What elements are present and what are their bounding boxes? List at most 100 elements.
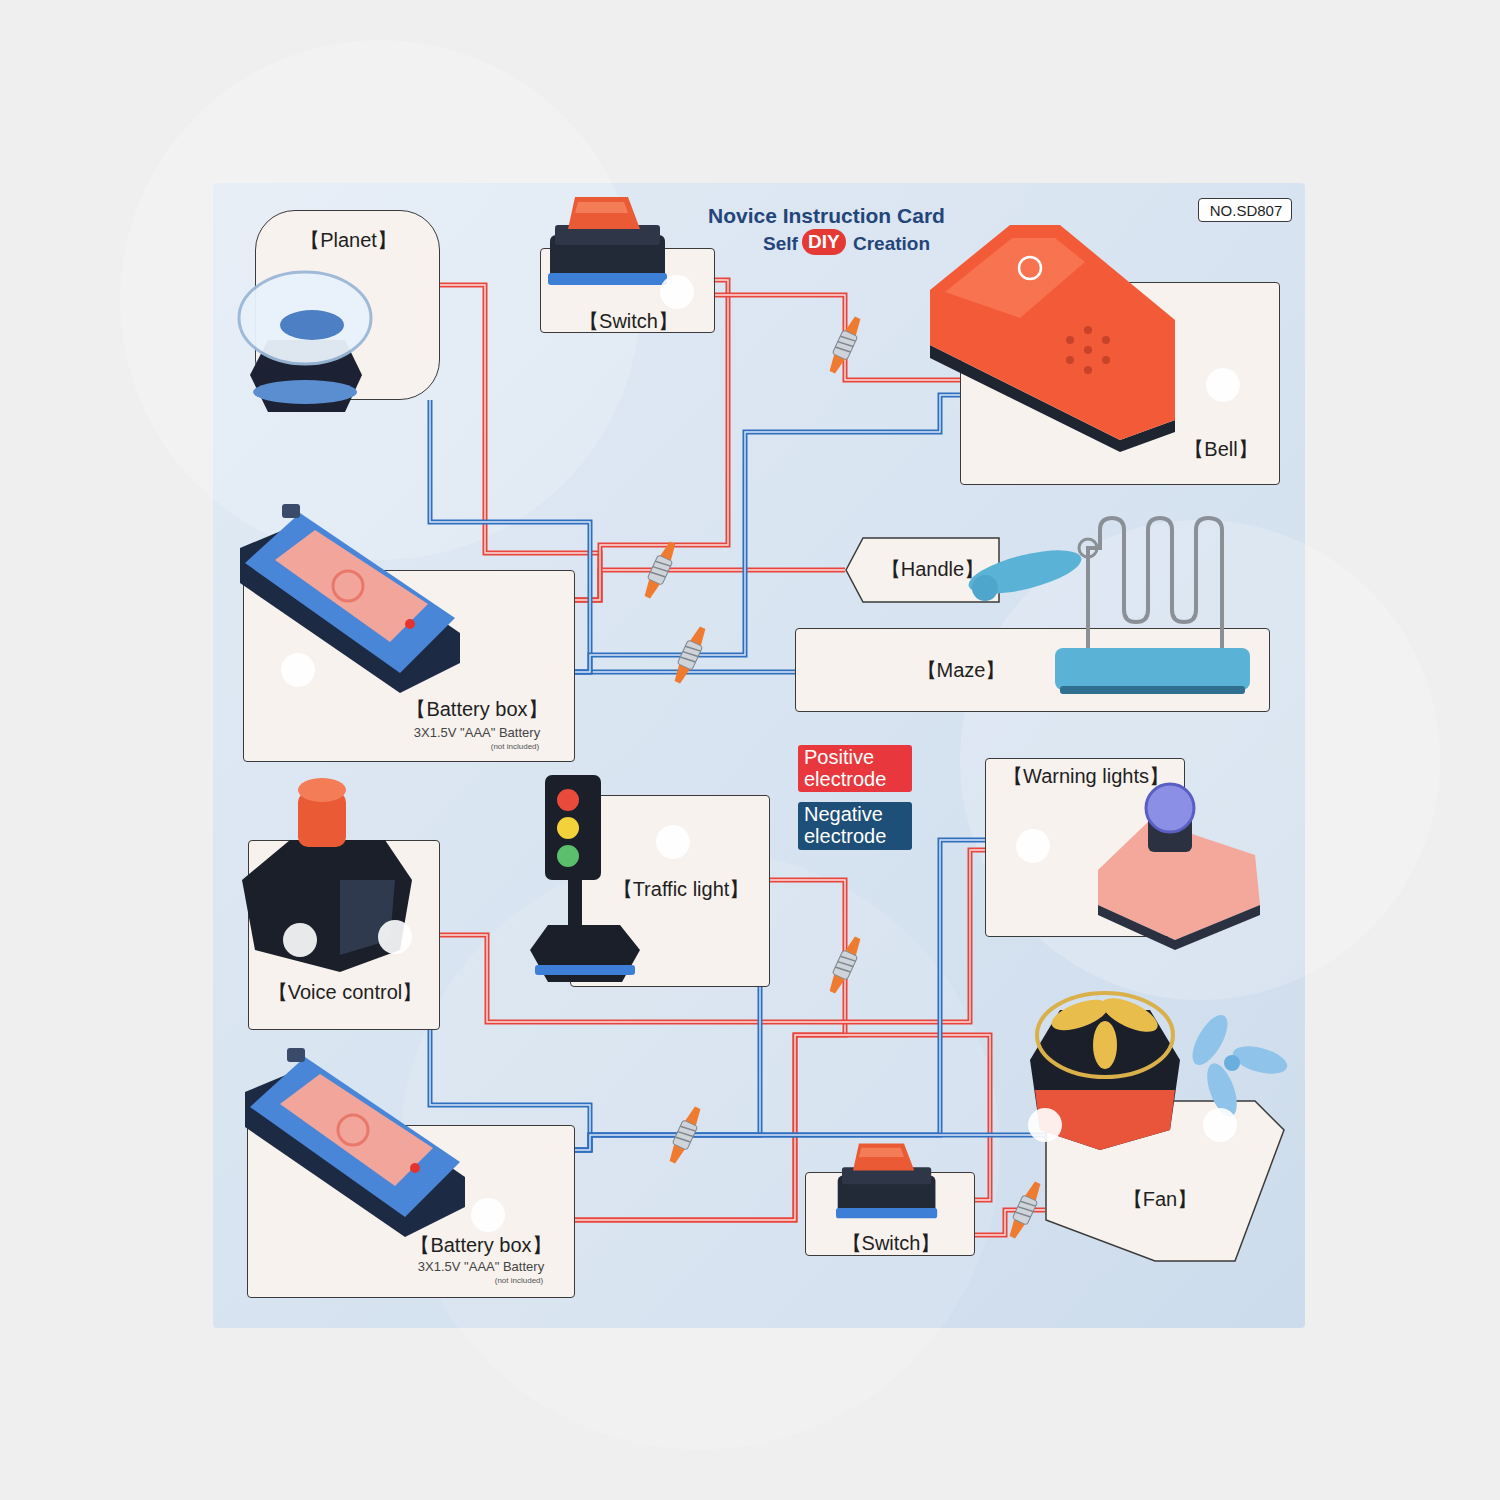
component-name: 【Handle】 <box>865 558 1000 581</box>
speaker-hole <box>1102 356 1110 364</box>
wire-inner <box>975 1210 1045 1235</box>
component-name: 【Bell】 <box>1161 438 1281 461</box>
maze-base <box>1055 648 1250 690</box>
mounting-hole <box>1203 1108 1237 1142</box>
speaker-hole <box>1066 336 1074 344</box>
component-name: 【Planet】 <box>256 229 441 252</box>
switch-illustration <box>548 197 667 285</box>
planet-core <box>280 310 344 340</box>
spare-blade <box>1186 1010 1235 1070</box>
component-card: 【Bell】 <box>960 282 1280 485</box>
speaker-hole <box>1066 356 1074 364</box>
fan-guard <box>1037 993 1173 1077</box>
wire-outer <box>575 1135 1045 1150</box>
warning-lamp <box>1146 784 1194 832</box>
mounting-hole <box>1028 1108 1062 1142</box>
component-note: 3X1.5V "AAA" Battery <box>391 1260 571 1275</box>
traffic-pole <box>568 840 582 940</box>
component-name: 【Traffic light】 <box>591 878 771 901</box>
background-swirl <box>960 520 1440 1000</box>
card-title: Novice Instruction Card <box>708 204 945 228</box>
fan-blade <box>1093 1021 1117 1069</box>
wire-outer <box>575 987 760 1150</box>
positive-wire <box>715 295 960 380</box>
wire-outer <box>715 295 960 380</box>
component-note: 3X1.5V "AAA" Battery <box>387 726 567 741</box>
component-name: 【Voice control】 <box>253 981 437 1004</box>
maze-wire <box>1088 518 1222 660</box>
component-card: 【Handle】 <box>845 537 1000 603</box>
wire-inner <box>575 987 760 1150</box>
fan-blade <box>1048 993 1113 1036</box>
negative-wire <box>575 987 760 1150</box>
positive-wire <box>975 1210 1045 1235</box>
traffic-base-strip <box>535 965 635 975</box>
voice-base <box>242 840 412 972</box>
mounting-hole <box>656 825 690 859</box>
component-name: NO.SD807 <box>1199 202 1293 219</box>
battery-illustration <box>240 504 460 693</box>
handle-loop <box>1079 539 1097 557</box>
wire-outer <box>575 840 985 1150</box>
component-name: 【Battery box】 <box>386 1234 576 1257</box>
component-card: 【Switch】 <box>805 1172 975 1256</box>
warning-lamp-holder <box>1148 812 1192 852</box>
speaker-hole <box>1084 346 1092 354</box>
legend-text: Negative electrode <box>804 803 906 847</box>
wire-inner <box>575 570 845 600</box>
wire-inner <box>575 840 985 1150</box>
speaker-hole <box>1084 326 1092 334</box>
mounting-hole <box>660 275 694 309</box>
mounting-hole <box>1016 829 1050 863</box>
component-card: 【Warning lights】 <box>985 758 1185 937</box>
wire-outer <box>575 570 845 600</box>
spring-connector <box>825 314 865 375</box>
wire-inner <box>715 295 960 380</box>
legend-swatch: Positive electrode <box>798 745 912 792</box>
diy-badge: DIY <box>802 229 846 255</box>
mounting-hole <box>281 653 315 687</box>
spare-blade <box>1230 1041 1290 1079</box>
card-shape <box>846 538 999 602</box>
subtitle-word: Creation <box>853 233 930 255</box>
component-name: 【Battery box】 <box>382 698 572 721</box>
wire-outer <box>975 1210 1045 1235</box>
wire-outer <box>575 670 795 675</box>
speaker-hole <box>1084 366 1092 374</box>
model-number-box: NO.SD807 <box>1198 198 1292 222</box>
negative-wire <box>575 840 985 1150</box>
warning-base <box>1098 820 1260 940</box>
wire-inner <box>575 1135 1045 1150</box>
mounting-hole <box>1206 368 1240 402</box>
spring-connector <box>1005 1179 1045 1240</box>
mounting-hole <box>471 1198 505 1232</box>
mounting-hole <box>283 923 317 957</box>
spare-blade <box>1201 1060 1243 1121</box>
wire-inner <box>575 671 795 672</box>
planet-dome <box>239 272 371 364</box>
component-note: (not included) <box>475 742 555 751</box>
component-card: 【Traffic light】 <box>570 795 770 987</box>
voice-button <box>298 792 346 847</box>
bell-top-face <box>945 238 1085 318</box>
component-card: 【Battery box】 3X1.5V "AAA" Battery(not in… <box>243 570 575 762</box>
battery-illustration <box>245 1048 465 1237</box>
bell-icon <box>1019 257 1041 279</box>
traffic-base <box>530 925 640 982</box>
traffic-lamp-green <box>557 845 579 867</box>
planet-ring <box>253 380 357 404</box>
subtitle-word: Self <box>763 233 798 255</box>
negative-wire <box>575 672 795 673</box>
component-card: 【Voice control】 <box>248 840 440 1030</box>
spring-connector <box>665 1104 705 1165</box>
voice-panel <box>340 880 395 955</box>
fan-base-accent <box>1035 1090 1175 1150</box>
component-name: 【Switch】 <box>806 1232 976 1255</box>
card-shape <box>1046 1101 1284 1261</box>
positive-wire <box>575 570 845 600</box>
warning-base-side <box>1098 905 1260 950</box>
voice-button-top <box>298 778 346 802</box>
component-card: 【Planet】 <box>255 210 440 400</box>
component-card: 【Battery box】3X1.5V "AAA" Battery(not in… <box>247 1125 575 1298</box>
